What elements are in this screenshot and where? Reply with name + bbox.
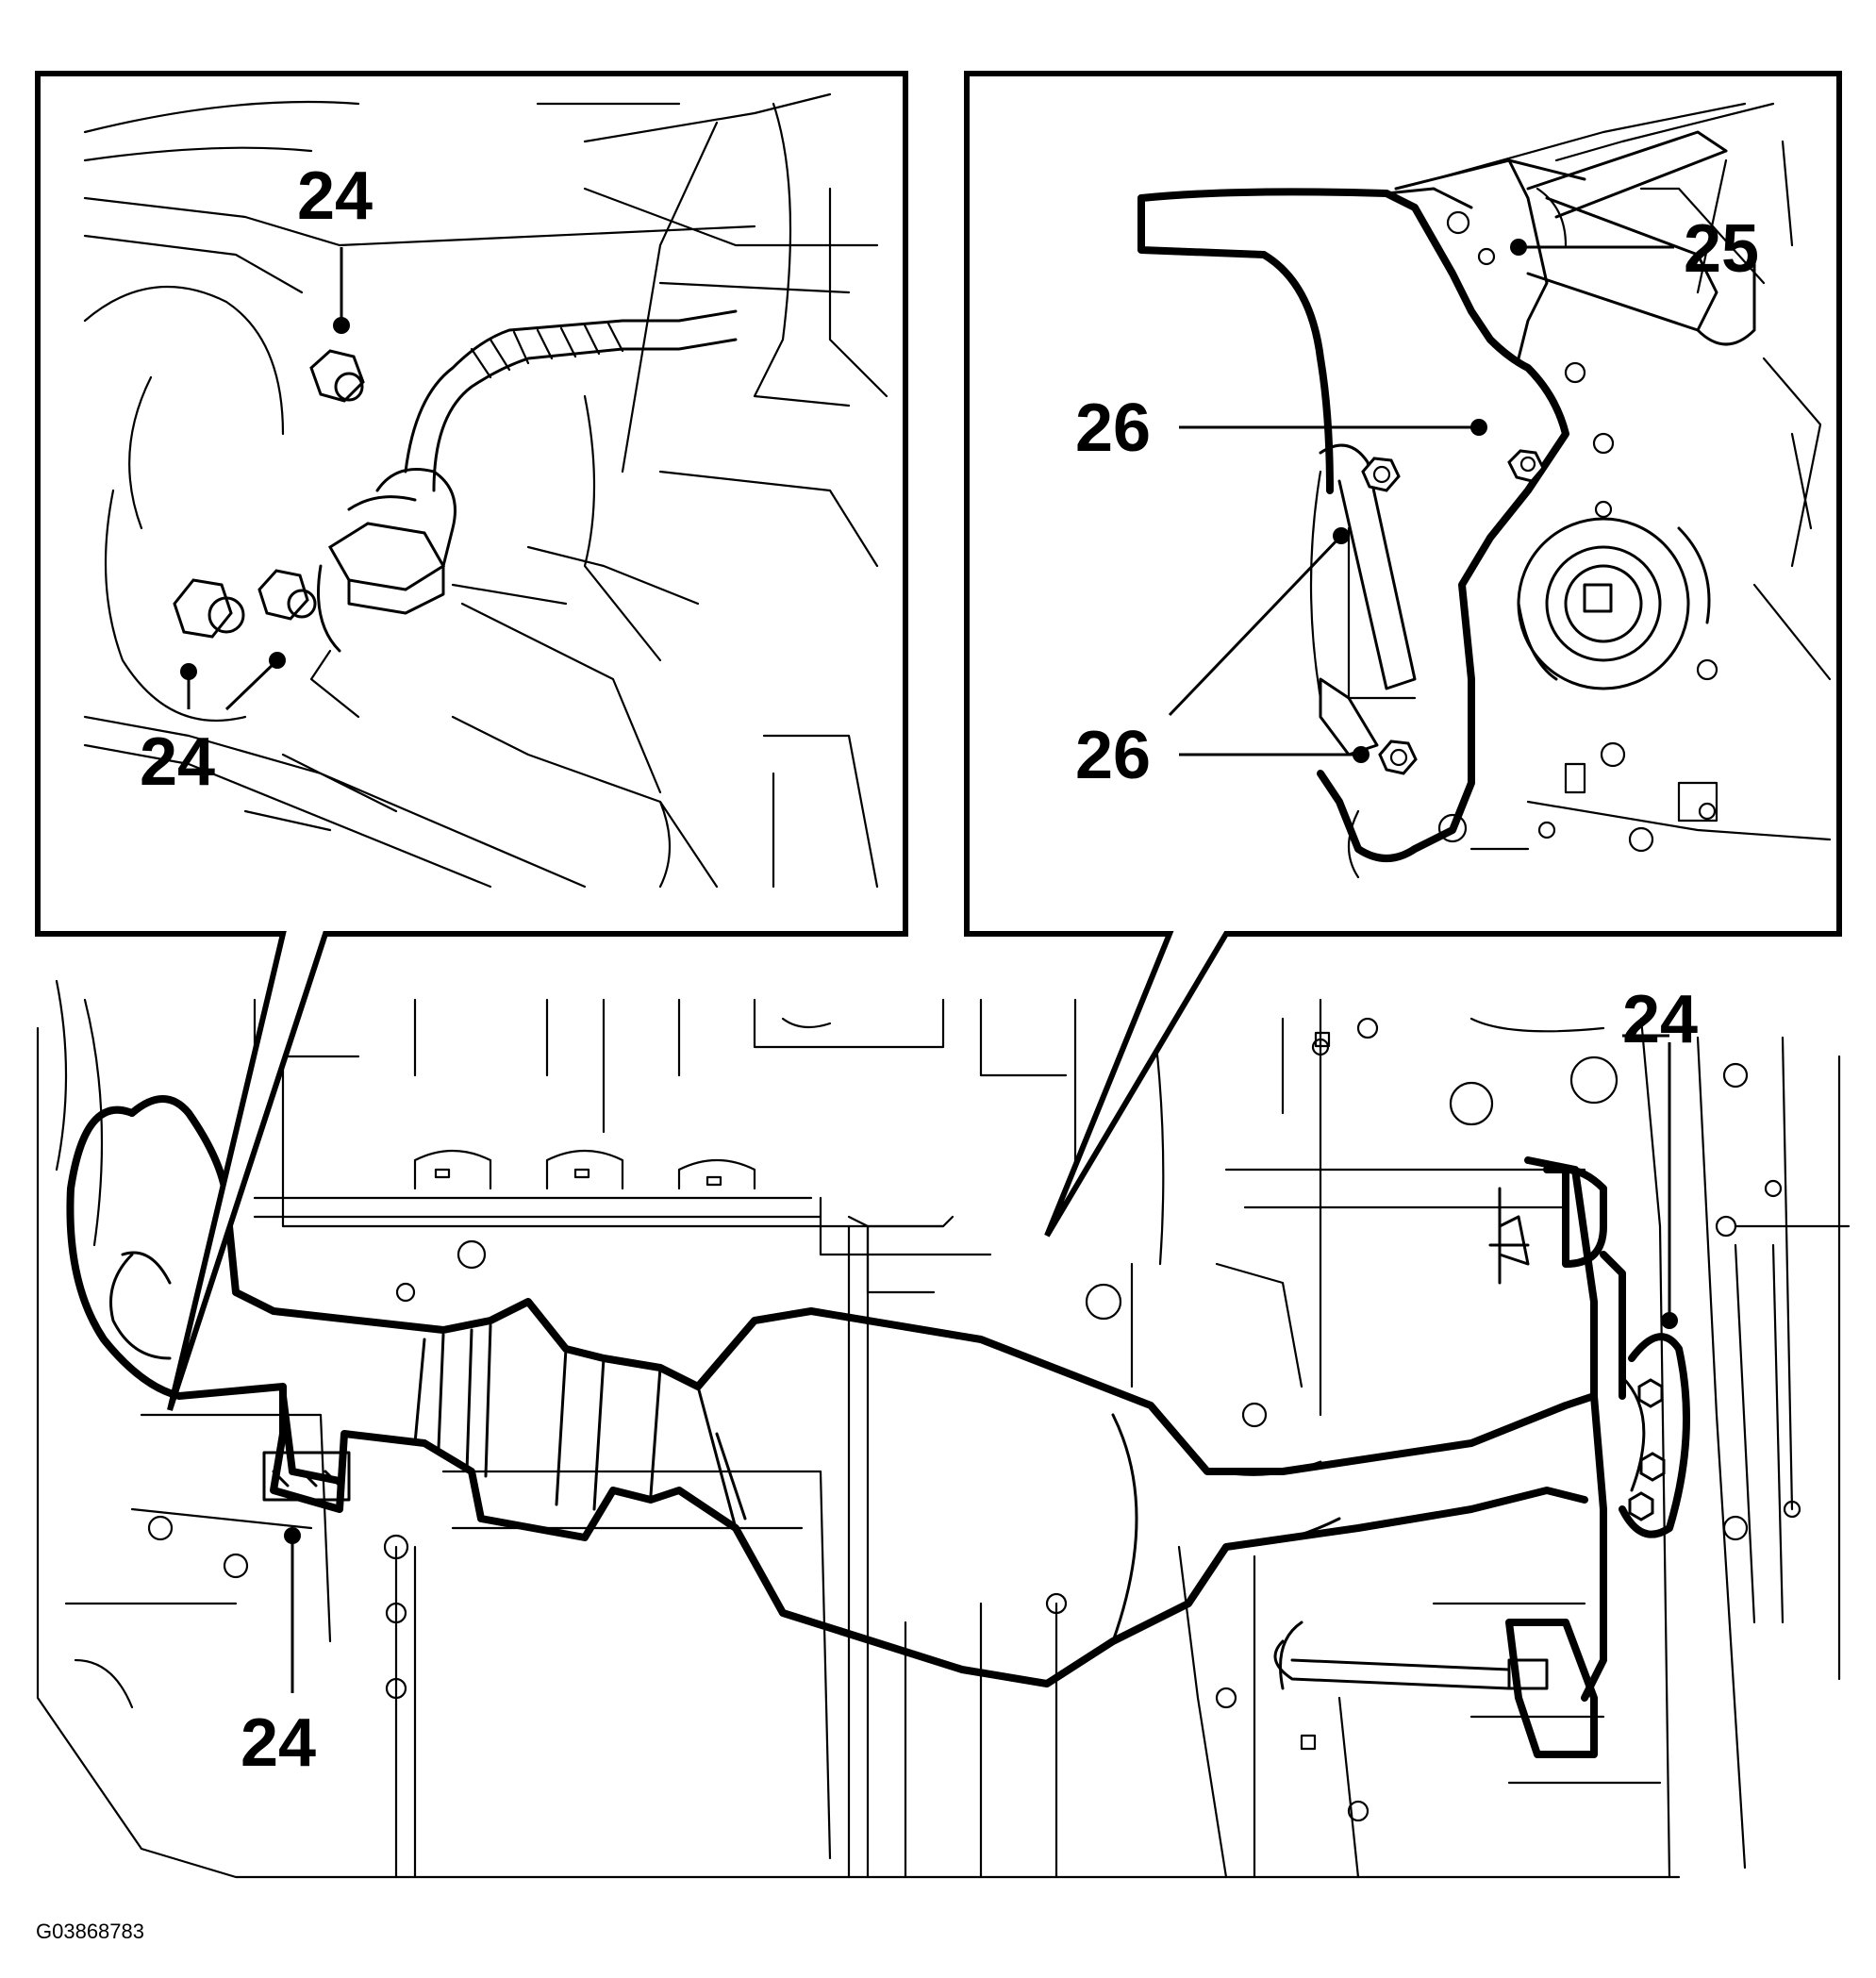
callout-24-inset-left-top: 24 — [297, 158, 373, 234]
nut-lower-left-icon — [173, 578, 233, 639]
inset-left-drawing — [83, 92, 888, 889]
inset-left-oxygen-sensor: 24 24 — [35, 71, 908, 1411]
main-view-callouts: 24 24 — [241, 982, 1698, 1781]
inset-right-bracket: 25 26 26 — [964, 71, 1842, 1238]
main-underbody-view — [36, 979, 1851, 1879]
callout-26-upper: 26 — [1075, 391, 1151, 466]
rear-flange-assembly — [1273, 1156, 1690, 1758]
callout-24-inset-left-bottom: 24 — [140, 724, 215, 800]
callout-24-main-right: 24 — [1622, 982, 1698, 1057]
figure-reference-id: G03868783 — [36, 1920, 144, 1943]
inset-right-frame — [964, 71, 1842, 1238]
callout-25: 25 — [1684, 211, 1759, 287]
exhaust-pipe-catalytic-converter — [66, 1095, 1598, 1687]
front-flange-bracket — [262, 1392, 351, 1502]
nut-lower-right-icon — [257, 569, 309, 621]
nut-upper-icon — [309, 349, 365, 403]
inset-right-drawing — [1137, 102, 1832, 879]
callout-26-lower: 26 — [1075, 718, 1151, 793]
underbody-structure — [36, 979, 1851, 1879]
inset-left-frame — [35, 71, 908, 1411]
callout-24-main-bottom: 24 — [241, 1705, 316, 1781]
underbody-fasteners — [147, 1017, 1801, 1822]
